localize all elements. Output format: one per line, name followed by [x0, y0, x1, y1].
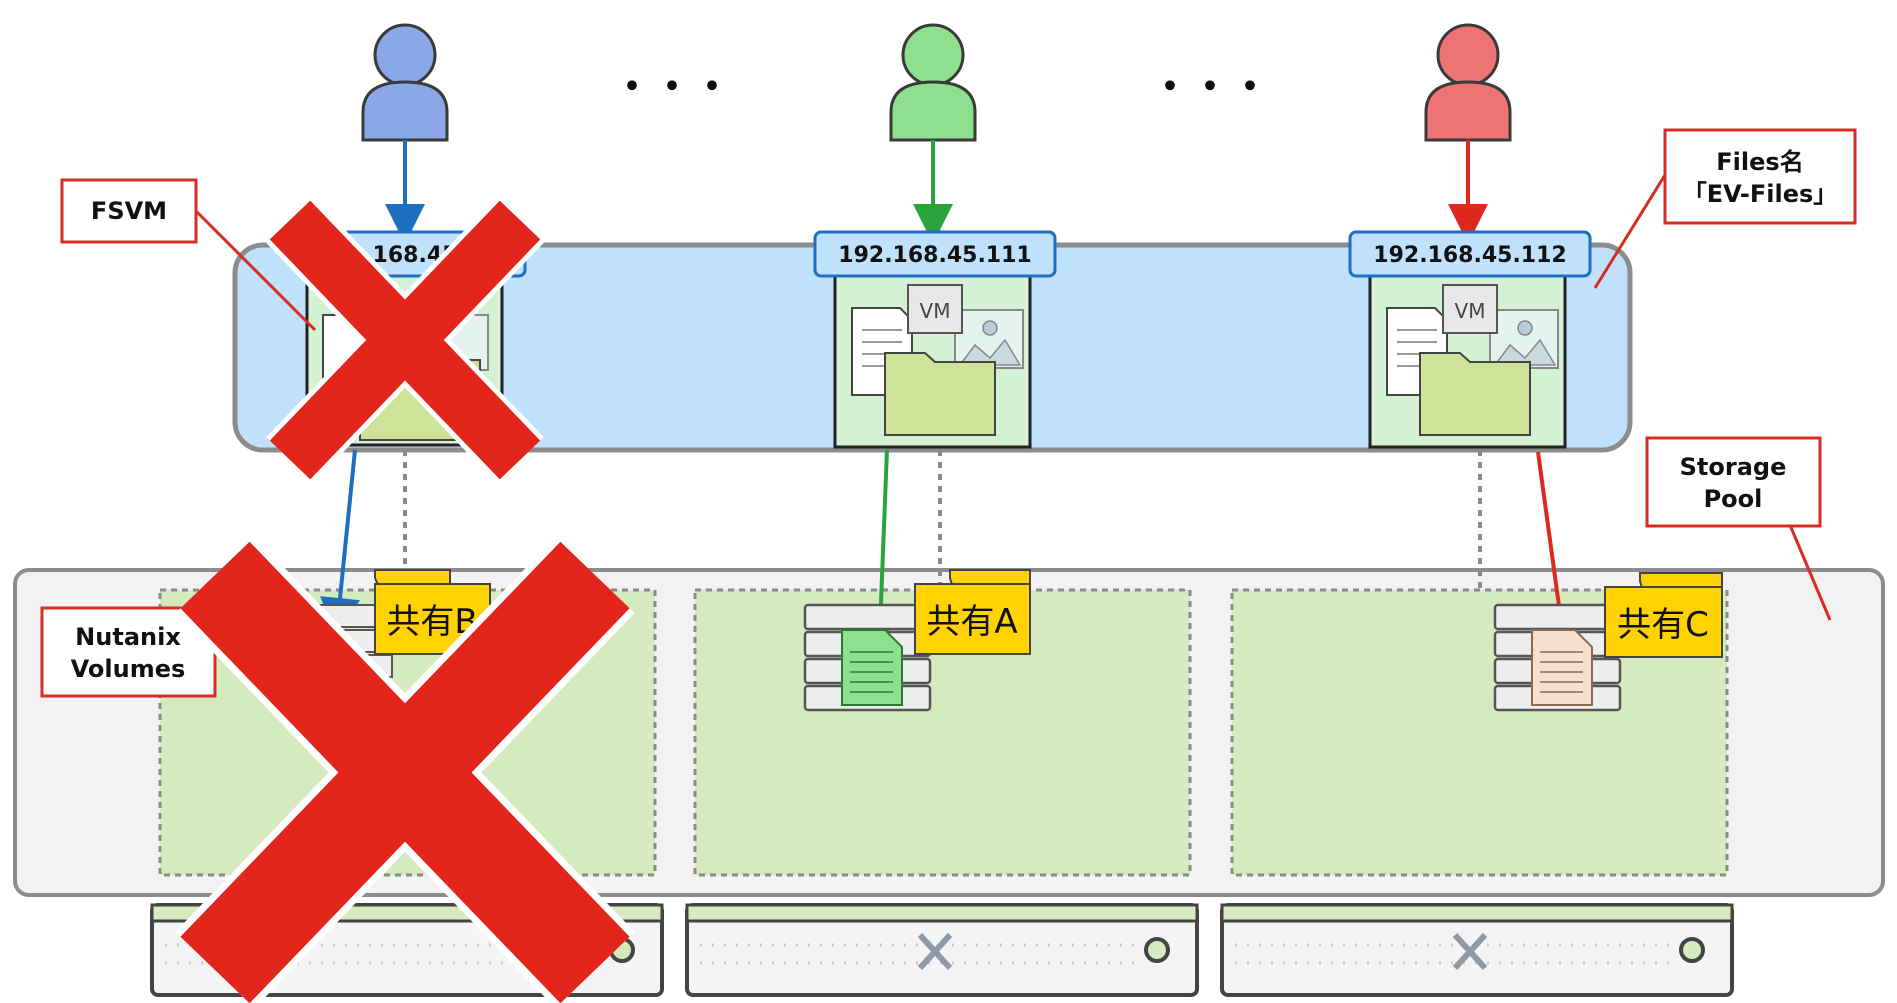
callout-fsvm-text: FSVM: [91, 197, 167, 225]
nutanix-logo-icon: [917, 932, 953, 971]
vm-label-2: VM: [920, 299, 951, 323]
fsvm1-volume-arrow: [320, 449, 360, 638]
share-folder-c: 共有C: [1604, 572, 1723, 658]
callout-fsvm: [60, 178, 198, 244]
callout-storage-pool: [1645, 436, 1822, 528]
ip-label-3: 192.168.45.112: [1373, 243, 1566, 268]
callout-storage-pool-line1: Storage: [1680, 453, 1787, 481]
user-icon-3: [1424, 23, 1512, 142]
ip-label-2: 192.168.45.111: [838, 243, 1031, 268]
hardware-node-2: [685, 903, 1199, 997]
fsvm-node-3: VM: [1368, 273, 1567, 449]
callout-nutanix-volumes-line2: Volumes: [71, 655, 186, 683]
file-icon-c: [1531, 629, 1593, 706]
callout-fsvm-leader: [193, 208, 317, 332]
callout-files-name-line2: 「EV-Files」: [1683, 180, 1838, 208]
share-label-a: 共有A: [926, 602, 1017, 642]
failure-x-icon-volume: [175, 536, 635, 1003]
callout-nutanix-volumes-line1: Nutanix: [75, 623, 181, 651]
ellipsis-1: ・・・: [612, 64, 732, 110]
share-label-c: 共有C: [1617, 605, 1709, 645]
fsvm3-volume-arrow: [1536, 451, 1580, 648]
user-icon-1: [361, 23, 449, 142]
file-icon-a: [841, 629, 903, 706]
nutanix-logo-icon: [1452, 932, 1488, 971]
callout-files-name-line1: Files名: [1716, 148, 1803, 176]
callout-storage-pool-line2: Pool: [1704, 485, 1763, 513]
callout-files-name: [1663, 128, 1857, 225]
fsvm2-volume-arrow: [860, 449, 901, 648]
vm-label-3: VM: [1455, 299, 1486, 323]
callout-storage-pool-leader: [1788, 524, 1832, 621]
ip-badge-3: [1348, 230, 1592, 278]
ellipsis-2: ・・・: [1150, 64, 1270, 110]
ip-badge-2: [813, 230, 1057, 278]
share-folder-a: 共有A: [914, 569, 1031, 655]
failure-x-icon-fsvm: [266, 197, 544, 483]
fsvm-node-2: VM: [833, 273, 1032, 449]
share-folder-b: 共有B: [374, 569, 491, 655]
user-icon-2: [889, 23, 977, 142]
hardware-node-3: [1220, 903, 1734, 997]
callout-files-leader: [1593, 174, 1667, 289]
